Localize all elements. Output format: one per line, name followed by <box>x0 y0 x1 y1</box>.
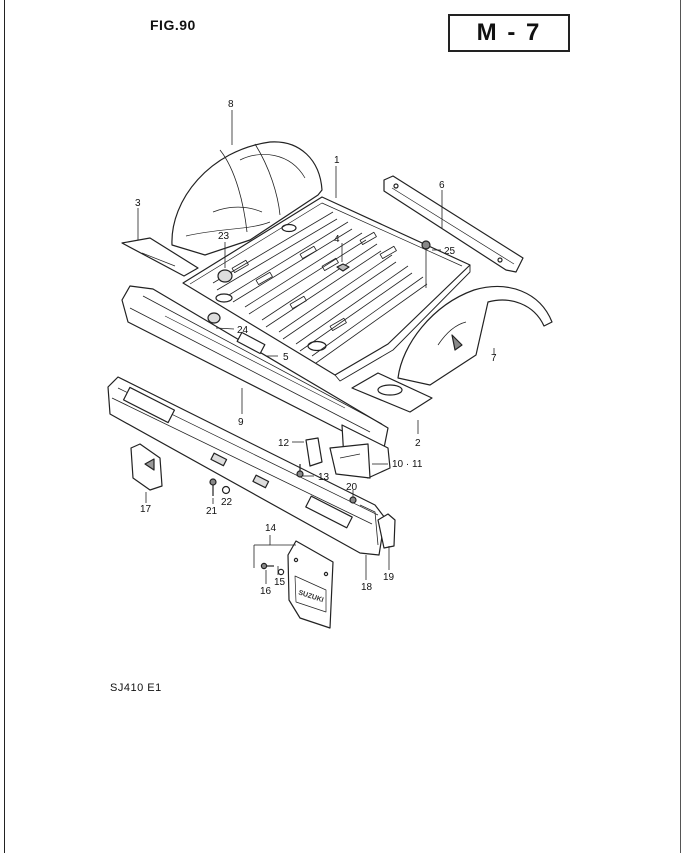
callout-7: 7 <box>491 353 497 364</box>
bolt-21 <box>209 478 217 496</box>
wheel-house-left <box>171 141 323 256</box>
rear-floor-panel <box>182 196 471 382</box>
plug-24 <box>207 312 221 324</box>
callout-4: 4 <box>334 234 340 245</box>
bumper-bracket-left <box>130 443 163 491</box>
bolt-13 <box>296 464 304 478</box>
stay-10-11 <box>329 443 371 479</box>
washer-22 <box>221 485 231 495</box>
callout-15: 15 <box>274 577 286 588</box>
callout-12: 12 <box>278 438 290 449</box>
model-code: SJ410 E1 <box>110 682 162 694</box>
bracket-12 <box>305 437 323 467</box>
callout-10-11: 10 · 11 <box>392 459 423 470</box>
callout-6: 6 <box>439 180 445 191</box>
figure-title: FIG.90 <box>150 17 196 33</box>
callout-13: 13 <box>318 472 330 483</box>
bumper-end-cap-right <box>377 513 396 549</box>
callout-14: 14 <box>265 523 277 534</box>
section-code-box: M - 7 <box>448 14 570 52</box>
callout-8: 8 <box>228 99 234 110</box>
callout-22: 22 <box>221 497 233 508</box>
callout-1: 1 <box>334 155 340 166</box>
callout-2: 2 <box>415 438 421 449</box>
callout-18: 18 <box>361 582 373 593</box>
leader-lines <box>137 110 495 584</box>
callout-21: 21 <box>206 506 218 517</box>
callout-24: 24 <box>237 325 249 336</box>
bolt-20 <box>349 496 357 504</box>
callout-20: 20 <box>346 482 358 493</box>
bracket-plate-left <box>121 237 199 277</box>
bolt-15 <box>277 568 285 576</box>
callout-3: 3 <box>135 198 141 209</box>
bolt-16 <box>260 562 274 570</box>
callout-16: 16 <box>260 586 272 597</box>
callout-labels: 1 2 3 4 5 6 7 8 9 10 · 11 12 13 14 15 16… <box>135 99 497 597</box>
wheel-house-right <box>397 286 553 386</box>
callout-25: 25 <box>444 246 456 257</box>
mud-flap <box>287 540 334 629</box>
bracket-plate-right <box>351 372 433 413</box>
callout-17: 17 <box>140 504 152 515</box>
callout-19: 19 <box>383 572 395 583</box>
callout-9: 9 <box>238 417 244 428</box>
page-border-left <box>4 0 5 853</box>
callout-23: 23 <box>218 231 230 242</box>
callout-5: 5 <box>283 352 289 363</box>
cross-member-rail <box>383 175 524 273</box>
page-border-right <box>680 0 681 853</box>
rear-bumper <box>107 376 386 556</box>
